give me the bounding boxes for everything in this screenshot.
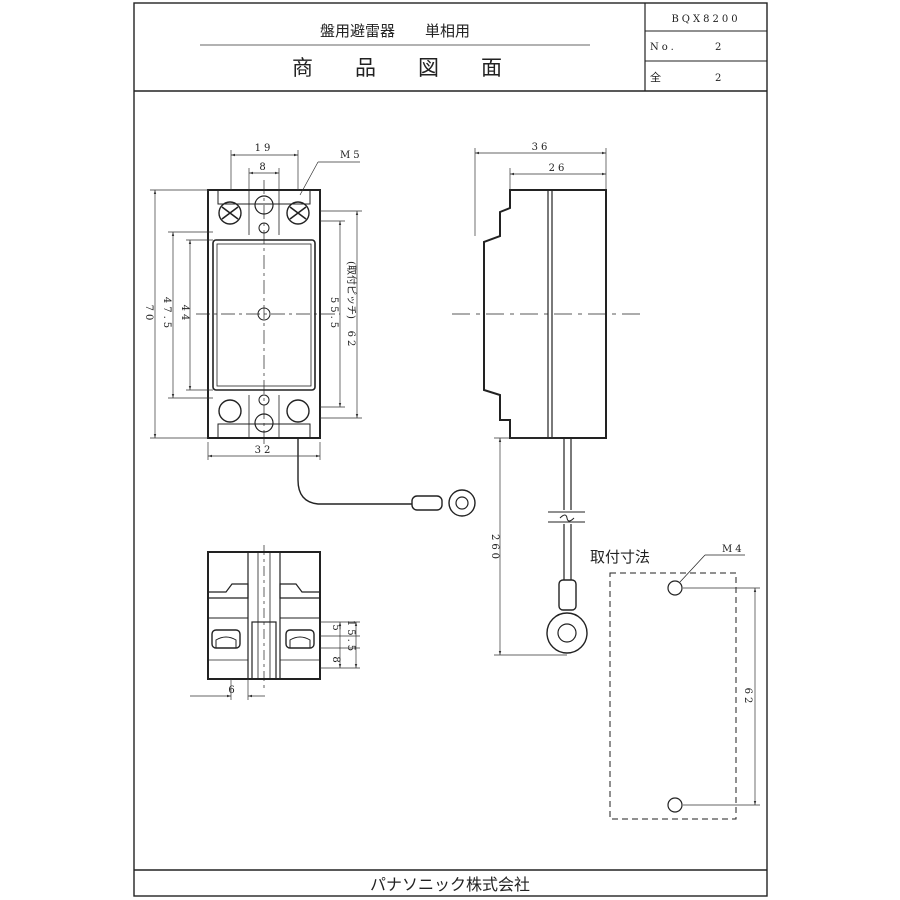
dim-front-height: 70 bbox=[143, 305, 154, 324]
dim-mount-55: 55.5 bbox=[328, 297, 339, 331]
side-body-outline bbox=[483, 189, 607, 439]
dim-body-height-2: 44 bbox=[179, 305, 190, 324]
bottom-dimensions bbox=[190, 621, 360, 700]
mount-pitch-label: (取付ピッチ) bbox=[345, 261, 358, 319]
dim-front-width-top: 19 bbox=[255, 143, 274, 154]
mounting-outline bbox=[609, 572, 737, 820]
dim-body-height-1: 47.5 bbox=[161, 297, 172, 331]
bottom-terminal-right bbox=[285, 629, 315, 649]
crimp-sleeve bbox=[411, 495, 443, 511]
dim-side-body-depth: 26 bbox=[549, 163, 568, 174]
mounting-pitch: 62 bbox=[742, 688, 753, 707]
ring-terminal-side bbox=[546, 612, 588, 654]
product-name: 盤用避雷器 単相用 bbox=[320, 22, 470, 40]
bottom-terminal-left bbox=[211, 629, 241, 649]
mounting-screw-size: M4 bbox=[722, 544, 745, 555]
sheet-no-value: 2 bbox=[715, 42, 724, 53]
dim-bottom-5: 5 bbox=[330, 624, 341, 633]
front-view bbox=[196, 180, 476, 517]
screw-right-top bbox=[286, 201, 310, 225]
side-view bbox=[452, 189, 640, 654]
sheet-total-label: 全 bbox=[650, 70, 661, 84]
title-block: 盤用避雷器 単相用 商 品 図 面 BQX8200 No. 2 全 2 bbox=[200, 3, 767, 91]
dim-bottom-15-5: 15.5 bbox=[345, 620, 356, 654]
dim-screw-size: M5 bbox=[340, 150, 363, 161]
dim-bottom-6: 6 bbox=[228, 685, 237, 696]
mounting-template bbox=[609, 554, 745, 820]
company-name: パナソニック株式会社 bbox=[370, 875, 530, 894]
dim-mount-62: 62 bbox=[345, 331, 356, 350]
sheet-no-label: No. bbox=[650, 42, 677, 53]
dim-lead-length: 260 bbox=[489, 534, 500, 562]
mounting-title: 取付寸法 bbox=[590, 548, 650, 566]
front-dimensions bbox=[150, 150, 362, 460]
mounting-hole-top bbox=[667, 580, 683, 596]
dim-bottom-8: 8 bbox=[330, 656, 341, 665]
side-dimensions bbox=[474, 148, 607, 656]
bottom-view bbox=[207, 545, 321, 690]
dim-front-width-bottom: 32 bbox=[255, 445, 274, 456]
screw-left-top bbox=[218, 201, 242, 225]
sheet-border bbox=[133, 2, 768, 897]
terminal-left-bottom bbox=[218, 399, 242, 423]
side-crimp-sleeve bbox=[558, 579, 577, 611]
dim-side-depth: 36 bbox=[532, 142, 551, 153]
ring-terminal-front bbox=[448, 489, 476, 517]
document-title: 商 品 図 面 bbox=[292, 56, 502, 80]
dim-terminal-pitch: 8 bbox=[259, 162, 268, 173]
mounting-hole-bottom bbox=[667, 797, 683, 813]
sheet-total-value: 2 bbox=[715, 73, 724, 84]
model-number: BQX8200 bbox=[671, 14, 740, 25]
mounting-dimensions bbox=[683, 587, 760, 806]
front-lead-wire bbox=[297, 438, 412, 505]
terminal-right-bottom bbox=[286, 399, 310, 423]
